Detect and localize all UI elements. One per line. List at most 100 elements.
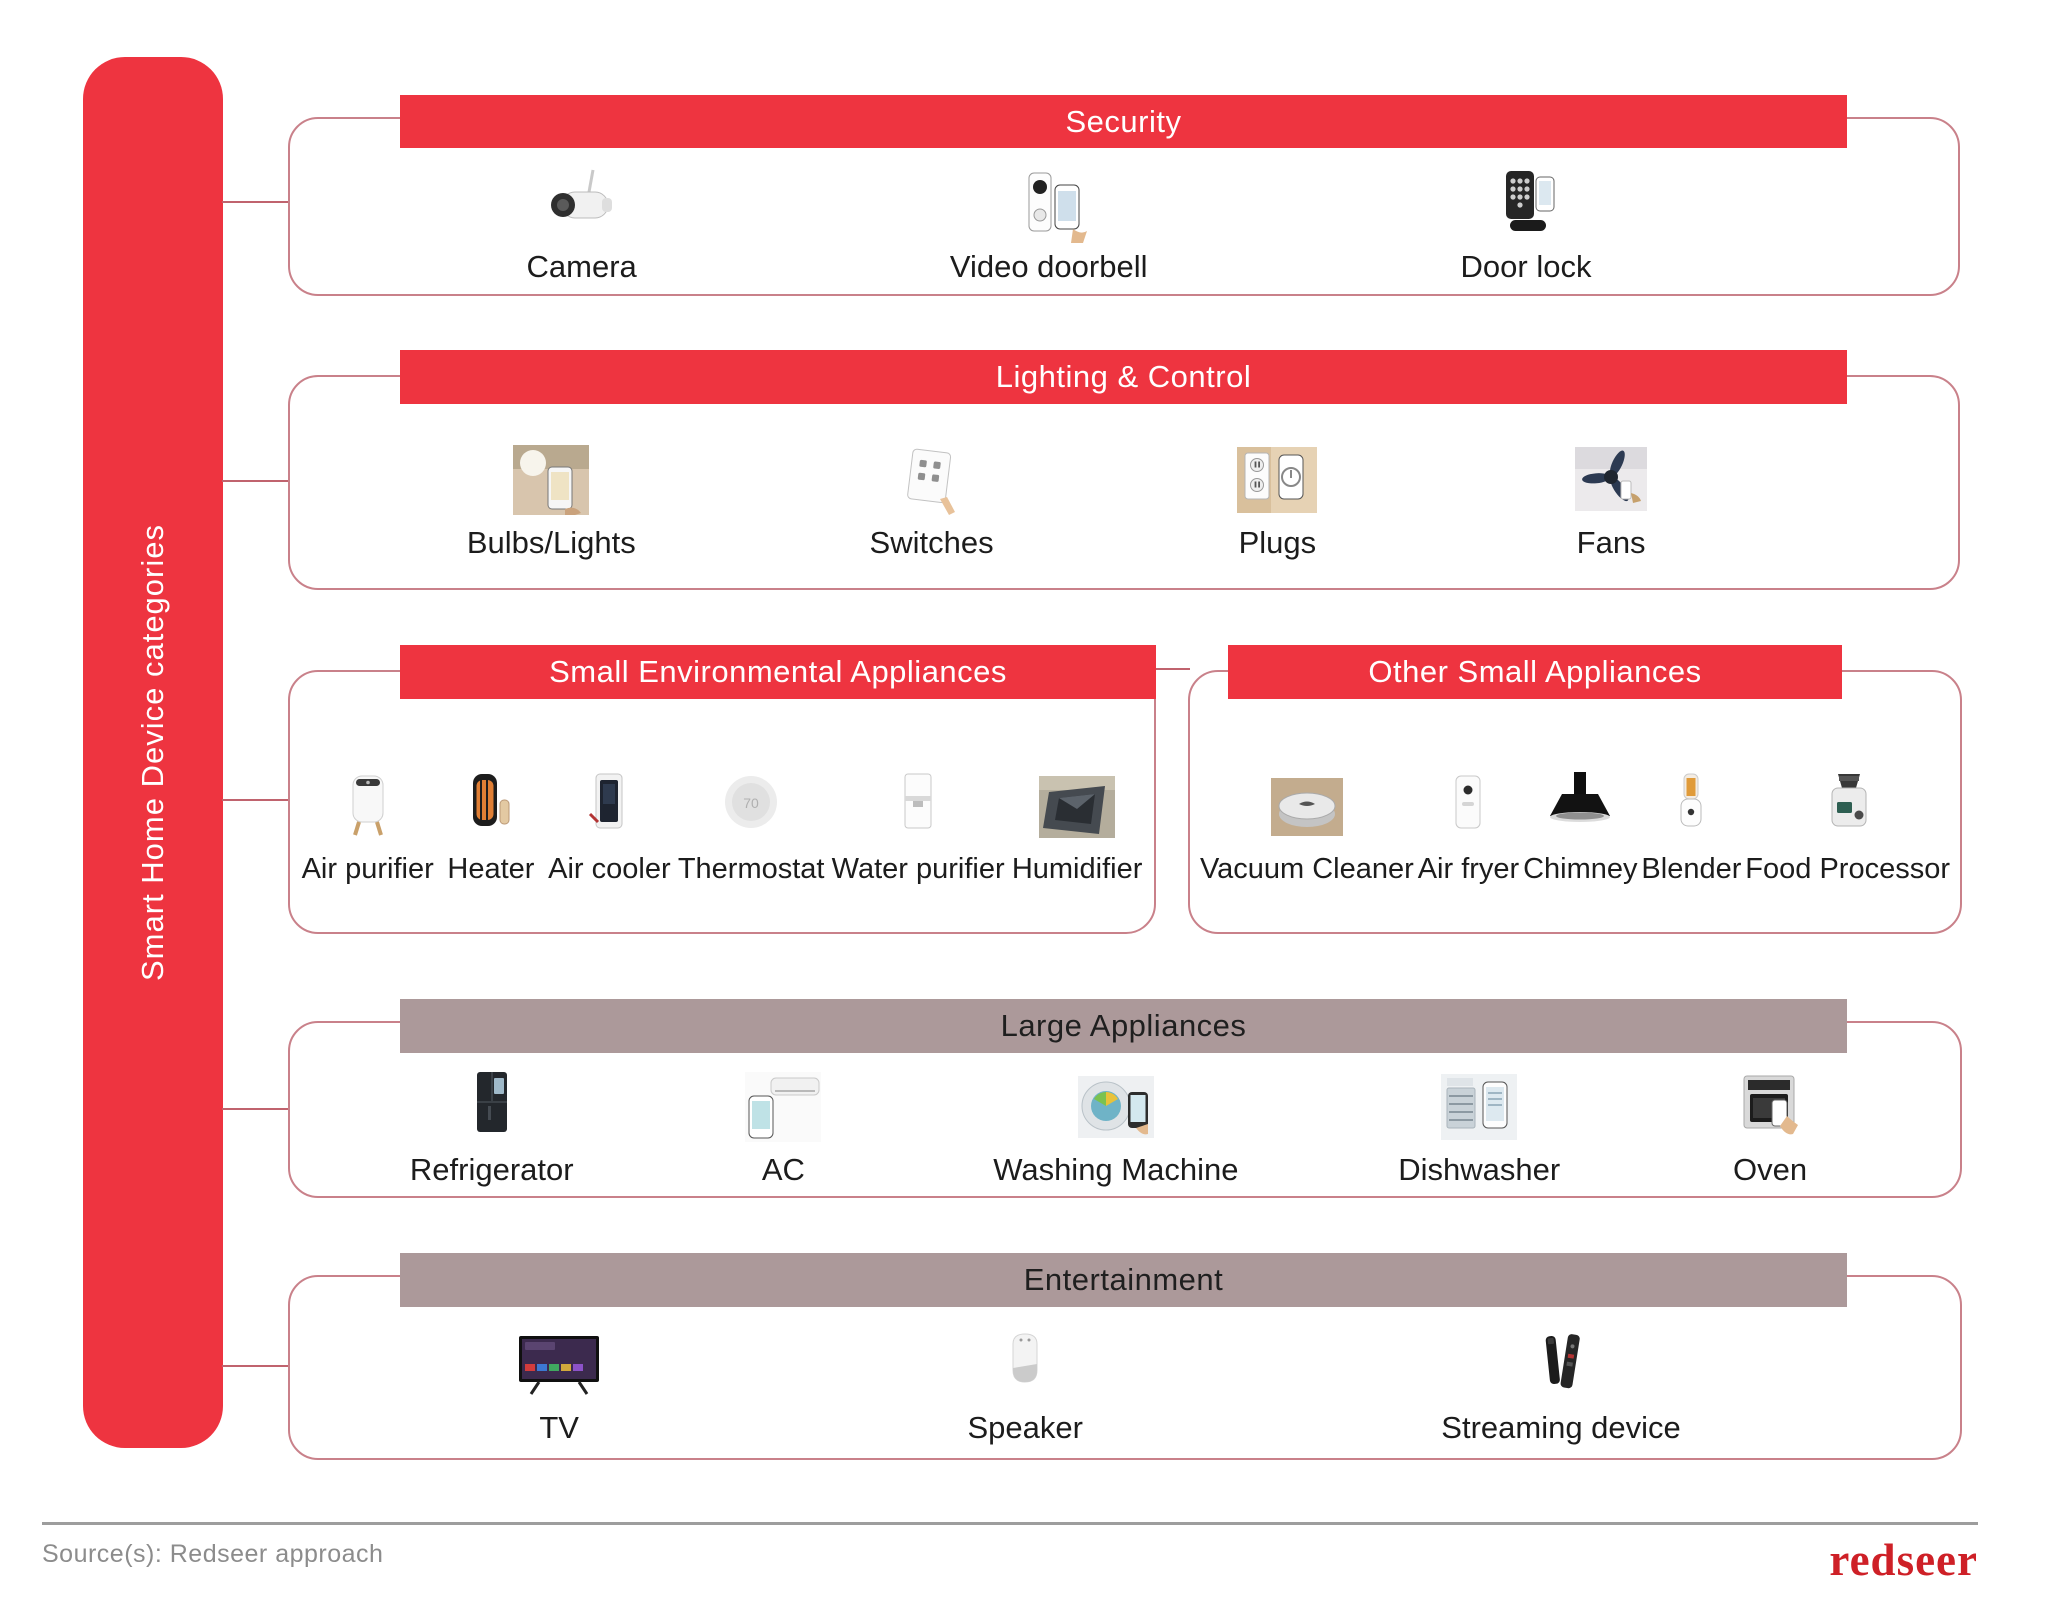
fan-icon (1561, 437, 1661, 521)
plugs-icon (1227, 437, 1327, 521)
air-purifier-icon (318, 762, 418, 848)
device-label: Food Processor (1745, 852, 1950, 885)
section-entertainment-header: Entertainment (400, 1253, 1847, 1307)
device-label: Plugs (1238, 525, 1317, 561)
food-processor-icon (1798, 762, 1898, 848)
device-item: Water purifier (832, 762, 1005, 884)
device-item: Oven (1720, 1064, 1820, 1187)
section-security-header: Security (400, 95, 1847, 148)
redseer-logo: redseer (1829, 1535, 1978, 1585)
device-item: Fans (1561, 437, 1661, 560)
device-label: Air fryer (1417, 852, 1520, 885)
device-item: Heater (441, 762, 541, 884)
air-cooler-icon (559, 762, 659, 848)
door-lock-icon (1476, 161, 1576, 245)
device-label: Camera (526, 249, 637, 285)
device-label: Air cooler (548, 852, 671, 885)
svg-text:70: 70 (743, 795, 759, 811)
device-item: Plugs (1227, 437, 1327, 560)
device-label: Switches (869, 525, 994, 561)
device-item: Video doorbell (950, 161, 1147, 284)
device-item: Vacuum Cleaner (1200, 762, 1414, 884)
bulbs-lights-icon (501, 437, 601, 521)
device-item: Streaming device (1441, 1322, 1681, 1445)
device-label: Heater (447, 852, 535, 885)
connector-line (222, 1108, 289, 1110)
device-item: Speaker (967, 1322, 1083, 1446)
device-item: TV (509, 1322, 609, 1445)
dishwasher-icon (1429, 1064, 1529, 1148)
device-label: Humidifier (1011, 852, 1143, 885)
sidebar-category-pillar: Smart Home Device categories (83, 57, 223, 1448)
device-item: Air fryer (1417, 762, 1520, 885)
humidifier-icon (1027, 762, 1127, 848)
device-item: Food Processor (1745, 762, 1950, 884)
source-note: Source(s): Redseer approach (42, 1540, 384, 1568)
thermostat-icon: 70 (701, 762, 801, 848)
device-label: Refrigerator (409, 1152, 574, 1188)
device-label: Bulbs/Lights (466, 525, 636, 561)
section-title: Small Environmental Appliances (549, 654, 1007, 689)
device-label: Vacuum Cleaner (1199, 852, 1414, 885)
refrigerator-icon (442, 1064, 542, 1148)
section-title: Entertainment (1023, 1262, 1224, 1297)
section-title: Security (1065, 103, 1182, 139)
device-label: Thermostat (677, 852, 825, 885)
section-title: Lighting & Control (995, 359, 1252, 394)
section-items: Bulbs/Lights Switches Plugs Fans (290, 413, 1958, 584)
device-label: TV (539, 1410, 579, 1446)
device-label: Speaker (967, 1410, 1083, 1446)
device-label: Door lock (1460, 249, 1592, 285)
tv-icon (509, 1322, 609, 1406)
ac-icon (733, 1064, 833, 1148)
section-small-environmental-appliances-header: Small Environmental Appliances (400, 645, 1156, 699)
speaker-icon (975, 1322, 1075, 1406)
device-item: Refrigerator (410, 1064, 574, 1187)
device-item: Humidifier (1011, 762, 1143, 885)
section-title: Other Small Appliances (1368, 654, 1702, 689)
device-label: Streaming device (1441, 1410, 1681, 1446)
device-label: AC (761, 1152, 805, 1188)
device-item: Bulbs/Lights (467, 437, 636, 560)
device-item: Air cooler (548, 762, 671, 884)
device-label: Fans (1576, 525, 1646, 561)
section-lighting-control: Bulbs/Lights Switches Plugs Fans (288, 375, 1960, 590)
section-lighting-control-header: Lighting & Control (400, 350, 1847, 404)
device-item: Door lock (1460, 161, 1592, 285)
section-title: Large Appliances (1000, 1008, 1247, 1043)
device-label: Washing Machine (993, 1152, 1239, 1188)
device-item: Chimney (1523, 762, 1638, 885)
connector-line (222, 1365, 289, 1367)
connector-line (1154, 668, 1190, 670)
device-item: Washing Machine (993, 1064, 1238, 1187)
device-item: Switches (870, 437, 994, 560)
sidebar-label: Smart Home Device categories (135, 524, 170, 981)
device-item: Dishwasher (1398, 1064, 1560, 1187)
device-label: Oven (1732, 1152, 1808, 1188)
heater-icon (441, 762, 541, 848)
washing-machine-icon (1066, 1064, 1166, 1148)
section-items: Refrigerator AC Washing Machine Dishwasher O… (290, 1059, 1960, 1192)
device-label: Air purifier (301, 852, 434, 885)
connector-line (222, 799, 289, 801)
oven-icon (1720, 1064, 1820, 1148)
device-item: AC (733, 1064, 833, 1187)
connector-line (222, 480, 289, 482)
device-item: Blender (1641, 762, 1741, 884)
device-item: Air purifier (302, 762, 434, 884)
footer-divider (42, 1522, 1978, 1525)
device-item: Camera (527, 161, 637, 284)
video-doorbell-icon (999, 161, 1099, 245)
streaming-device-icon (1511, 1322, 1611, 1406)
device-label: Chimney (1523, 852, 1638, 885)
section-other-small-appliances-header: Other Small Appliances (1228, 645, 1842, 699)
device-label: Dishwasher (1398, 1152, 1561, 1188)
vacuum-cleaner-icon (1257, 762, 1357, 848)
chimney-icon (1530, 762, 1630, 848)
